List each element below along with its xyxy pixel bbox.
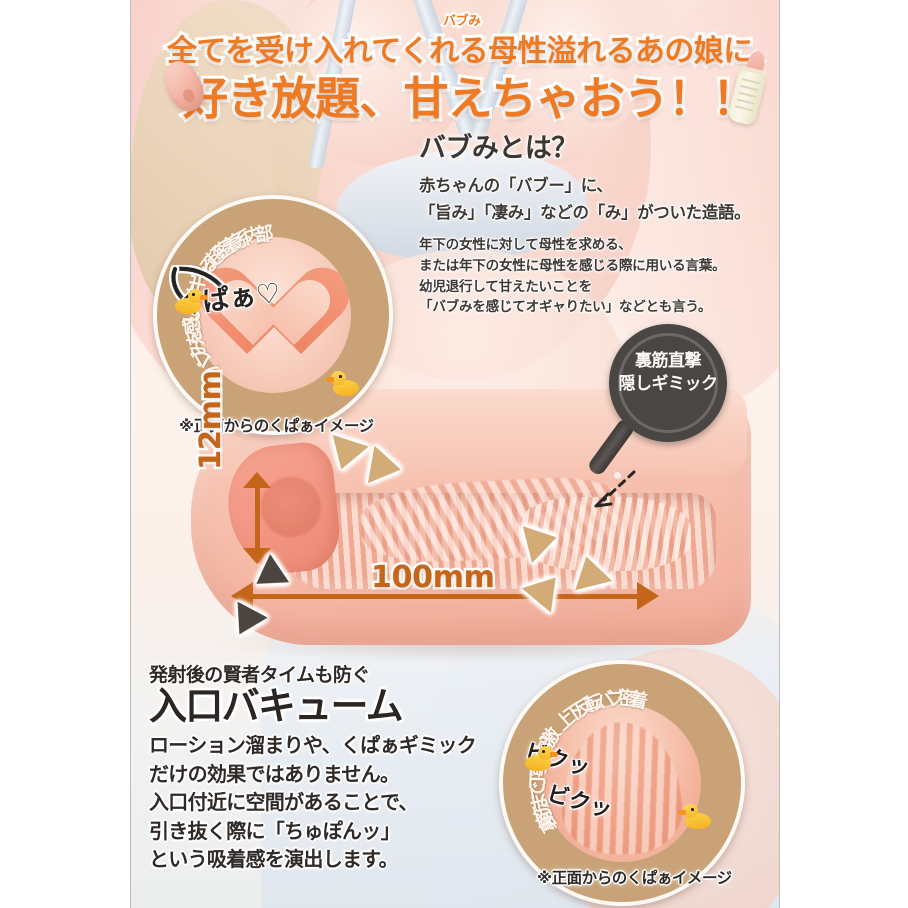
content-panel: バブみ 全てを受け入れてくれる母性溢れるあの娘に、 好き放題、甘えちゃおう！！ … bbox=[130, 0, 780, 908]
info-text-block: バブみとは？ 赤ちゃんの「バブー」に、 「旨み」「凄み」などの「み」がついた造語… bbox=[419, 126, 771, 318]
magnifier-text: 裏筋直撃 隠しギミック bbox=[609, 350, 727, 396]
vacuum-line: という吸着感を演出します。 bbox=[149, 847, 399, 872]
badge-internal-structure: バブみを感じてオギャる超密着系内部 くぱぁ♡ bbox=[153, 195, 393, 435]
headline-line-1: 全てを受け入れてくれる母性溢れるあの娘に、 bbox=[164, 31, 780, 72]
badge-caption-bottom: ※正面からのくぱぁイメージ bbox=[537, 869, 732, 887]
arrow-head-up-icon bbox=[243, 472, 271, 488]
info-body-line: 「バブみを感じてオギャりたい」などとも言う。 bbox=[419, 299, 712, 316]
magnifier-tip bbox=[614, 472, 621, 479]
badge-ring-char: 着 bbox=[626, 687, 650, 714]
product-inner-cone bbox=[562, 722, 682, 855]
magnifier-line-2: 隠しギミック bbox=[618, 374, 718, 395]
headline-ruby: バブみ bbox=[441, 12, 483, 31]
info-body-line: または年下の女性に母性を感じる際に用いる言葉。 bbox=[419, 258, 726, 275]
product-inner-texture-rear bbox=[521, 497, 691, 571]
info-lead-line: 赤ちゃんの「バブー」に、 bbox=[419, 176, 613, 195]
badge-reverse-contact: 裏筋まで丁寧に刺激上下反転バブ密着 ビクッ ビクッ bbox=[499, 660, 745, 906]
vacuum-title: 入口バキューム bbox=[149, 684, 404, 728]
gimmick-pointer-arrow-icon bbox=[594, 470, 636, 508]
handwritten-hook-icon bbox=[169, 265, 230, 304]
duck-icon bbox=[326, 371, 361, 397]
magnifier-lens: 裏筋直撃 隠しギミック bbox=[609, 324, 727, 442]
vacuum-feature-block: 発射後の賢者タイムも防ぐ 入口バキューム ローション溜まりや、くぱぁギミック だ… bbox=[149, 660, 495, 874]
badge-photo-core bbox=[195, 237, 351, 393]
vacuum-line: ローション溜まりや、くぱぁギミック bbox=[149, 733, 477, 758]
vacuum-line: 入口付近に空間があることで、 bbox=[149, 790, 419, 815]
info-heading: バブみとは？ bbox=[419, 133, 578, 164]
arrow-head-right-icon bbox=[637, 582, 659, 610]
length-measurement-label: 100mm bbox=[369, 558, 498, 598]
product-entrance-opening bbox=[261, 477, 321, 537]
arrow-head-left-icon bbox=[231, 582, 253, 610]
badge-caption-top: ※正面からのくぱぁイメージ bbox=[179, 417, 374, 435]
arrow-head-down-icon bbox=[243, 548, 271, 564]
info-lead-line: 「旨み」「凄み」などの「み」がついた造語。 bbox=[419, 202, 751, 222]
magnifier-line-1: 裏筋直撃 bbox=[635, 351, 701, 371]
height-arrow-line bbox=[255, 480, 260, 556]
duck-icon bbox=[678, 804, 713, 830]
duck-icon bbox=[523, 746, 558, 772]
info-body-line: 年下の女性に対して母性を求める、 bbox=[419, 237, 632, 254]
length-arrow-line bbox=[251, 594, 655, 599]
badge-photo-core bbox=[543, 704, 701, 862]
duck-icon bbox=[173, 289, 208, 315]
headline-line-2: 好き放題、甘えちゃおう！！ bbox=[180, 69, 760, 128]
info-body-line: 幼児退行して甘えたいことを bbox=[419, 278, 592, 295]
badge-ring-char: 部 bbox=[253, 222, 275, 247]
vacuum-supertitle: 発射後の賢者タイムも防ぐ bbox=[149, 664, 370, 686]
magnifier-lens-ring bbox=[618, 333, 718, 433]
height-measurement-label: 12mm bbox=[191, 368, 230, 473]
badge-hidden-gimmick: 裏筋直撃 隠しギミック bbox=[586, 324, 733, 479]
vacuum-line: 引き抜く際に「ちゅぽんッ」 bbox=[149, 818, 401, 843]
vacuum-line: だけの効果ではありません。 bbox=[149, 761, 400, 786]
